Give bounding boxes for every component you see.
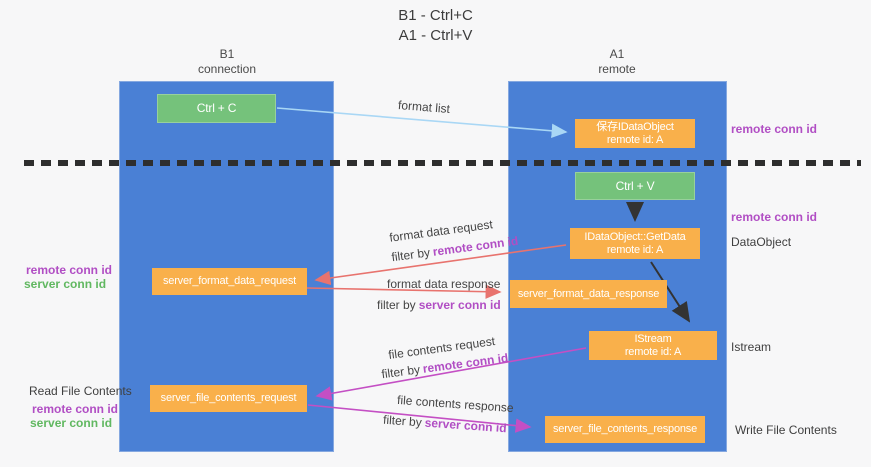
idataobject-getdata-line2: remote id: A bbox=[606, 243, 664, 256]
format-list-label: format list bbox=[397, 97, 451, 117]
filter-by-text: filter by bbox=[382, 412, 423, 430]
idataobject-getdata-node: IDataObject::GetData remote id: A bbox=[570, 228, 700, 259]
server-conn-id-text: server conn id bbox=[418, 298, 501, 312]
right-remote-conn-id-mid: remote conn id bbox=[731, 210, 818, 224]
diagram-title: B1 - Ctrl+C A1 - Ctrl+V bbox=[0, 6, 871, 46]
right-column-subtitle: remote bbox=[598, 62, 636, 76]
server-format-data-response-node: server_format_data_response bbox=[510, 280, 667, 308]
phase-separator-dashed-line bbox=[24, 160, 861, 166]
save-idataobject-node: 保存IDataObject remote id: A bbox=[575, 119, 695, 148]
left-column-header: B1 connection bbox=[167, 47, 287, 77]
left-server-conn-id-1: server conn id bbox=[24, 277, 107, 291]
server-file-contents-request-label: server_file_contents_request bbox=[160, 392, 297, 404]
filter-by-text: filter by bbox=[377, 298, 416, 312]
format-data-response-label: format data response bbox=[387, 277, 501, 291]
left-column-subtitle: connection bbox=[197, 62, 257, 76]
left-server-conn-id-2: server conn id bbox=[30, 416, 113, 430]
ctrl-c-node: Ctrl + C bbox=[157, 94, 276, 123]
istream-line1: IStream bbox=[634, 332, 672, 345]
ctrl-v-node: Ctrl + V bbox=[575, 172, 695, 200]
istream-line2: remote id: A bbox=[624, 345, 682, 358]
diagram-title-line1: B1 - Ctrl+C bbox=[398, 7, 473, 24]
server-file-contents-response-node: server_file_contents_response bbox=[545, 416, 705, 443]
read-file-contents-label: Read File Contents bbox=[29, 384, 132, 398]
ctrl-v-label: Ctrl + V bbox=[615, 178, 655, 193]
save-idataobject-line1: 保存IDataObject bbox=[596, 120, 674, 133]
dataobject-label: DataObject bbox=[731, 235, 792, 249]
left-remote-conn-id-1: remote conn id bbox=[26, 263, 113, 277]
idataobject-getdata-line1: IDataObject::GetData bbox=[584, 230, 686, 243]
server-conn-id-text: server conn id bbox=[424, 415, 508, 436]
istream-side-label: Istream bbox=[731, 340, 772, 354]
write-file-contents-label: Write File Contents bbox=[735, 423, 837, 437]
ctrl-c-label: Ctrl + C bbox=[196, 101, 237, 115]
filter-by-text: filter by bbox=[380, 362, 421, 382]
save-idataobject-line2: remote id: A bbox=[606, 133, 664, 146]
right-remote-conn-id-top: remote conn id bbox=[731, 122, 818, 136]
filter-by-text: filter by bbox=[390, 245, 431, 265]
diagram-title-line2: A1 - Ctrl+V bbox=[398, 27, 473, 44]
server-file-contents-response-label: server_file_contents_response bbox=[552, 423, 697, 435]
server-format-data-request-node: server_format_data_request bbox=[152, 268, 307, 295]
left-remote-conn-id-2: remote conn id bbox=[32, 402, 119, 416]
right-column-name: A1 bbox=[609, 47, 625, 61]
istream-node: IStream remote id: A bbox=[589, 331, 717, 360]
server-file-contents-request-node: server_file_contents_request bbox=[150, 385, 307, 412]
server-format-data-response-label: server_format_data_response bbox=[517, 287, 660, 300]
right-column-header: A1 remote bbox=[557, 47, 677, 77]
left-column-name: B1 bbox=[219, 47, 235, 61]
file-contents-response-label: file contents response bbox=[396, 392, 515, 416]
server-format-data-request-label: server_format_data_request bbox=[163, 275, 296, 287]
